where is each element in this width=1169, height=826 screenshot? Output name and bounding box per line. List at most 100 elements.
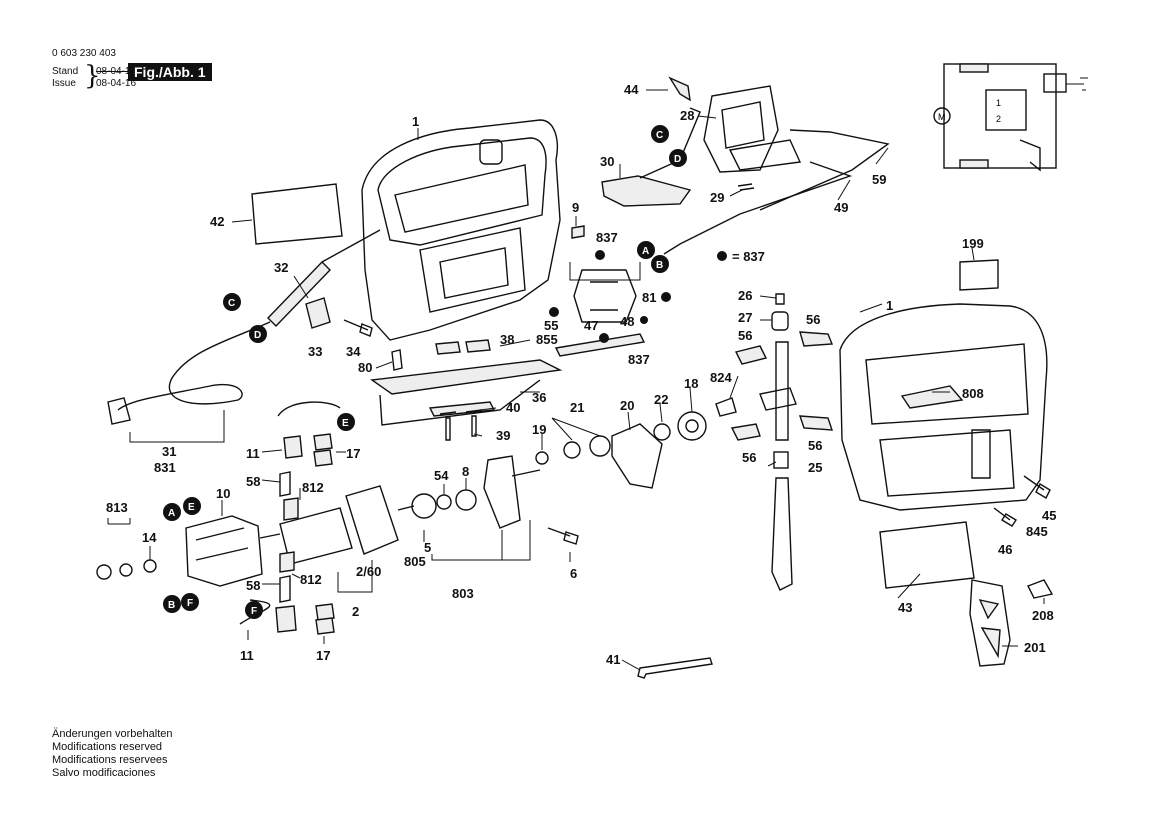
callout-41: 41 <box>606 652 620 667</box>
callout-30: 30 <box>600 154 614 169</box>
svg-text:C: C <box>228 298 235 309</box>
callout-32: 32 <box>274 260 288 275</box>
callout-22: 22 <box>654 392 668 407</box>
cable-clamp-33 <box>305 297 331 329</box>
callout-11-bottom: 11 <box>240 648 254 663</box>
callout-6: 6 <box>570 566 577 581</box>
callout-10: 10 <box>216 486 230 501</box>
armature <box>259 485 415 593</box>
schematic-sw1: 1 <box>996 98 1001 108</box>
callout-812-bottom: 812 <box>300 572 322 587</box>
issue-date: 08-04-16 <box>96 78 137 89</box>
svg-text:E: E <box>342 418 349 429</box>
pin-9 <box>571 225 585 239</box>
figure-badge: Fig./Abb. 1 <box>128 63 212 81</box>
callout-58-bottom: 58 <box>246 578 260 593</box>
plunger-assembly <box>715 293 834 591</box>
callout-19: 19 <box>532 422 546 437</box>
housing-left-half <box>361 119 561 341</box>
footer-line-es: Salvo modificaciones <box>52 767 156 779</box>
callout-20: 20 <box>620 398 634 413</box>
callout-56-left-top: 56 <box>738 328 752 343</box>
marker-a-top: A <box>637 241 655 259</box>
brace-glyph: } <box>84 61 101 91</box>
callout-36: 36 <box>532 390 546 405</box>
callout-11-top: 11 <box>246 446 260 461</box>
callout-44: 44 <box>624 82 639 97</box>
screw-45 <box>1023 475 1051 499</box>
callout-54: 54 <box>434 468 449 483</box>
leader-lines <box>149 89 1045 671</box>
callout-845: 845 <box>1026 524 1048 539</box>
legend-dot <box>717 251 727 261</box>
callout-14: 14 <box>142 530 157 545</box>
wiring-schematic: M 1 2 <box>933 63 1088 172</box>
roller-bracket <box>969 579 1054 667</box>
callout-1-right: 1 <box>886 298 893 313</box>
stand-date: 08-04-14 <box>96 66 137 77</box>
callout-8: 8 <box>462 464 469 479</box>
callout-201: 201 <box>1024 640 1046 655</box>
svg-text:A: A <box>168 508 175 519</box>
svg-text:F: F <box>251 606 257 617</box>
callout-47: 47 <box>584 318 598 333</box>
callout-9: 9 <box>572 200 579 215</box>
callout-1-left: 1 <box>412 114 419 129</box>
marker-c-top: C <box>651 125 669 143</box>
callout-80: 80 <box>358 360 372 375</box>
callout-837-top: 837 <box>596 230 618 245</box>
callout-17-top: 17 <box>346 446 360 461</box>
marker-f-stator: F <box>181 593 199 611</box>
marker-e-top: E <box>337 413 355 431</box>
callout-34: 34 <box>346 344 361 359</box>
callout-56-right-bottom: 56 <box>808 438 822 453</box>
svg-text:B: B <box>168 600 175 611</box>
callout-39: 39 <box>496 428 510 443</box>
svg-text:D: D <box>254 330 261 341</box>
svg-text:F: F <box>187 598 193 609</box>
callout-56-left-bottom: 56 <box>742 450 756 465</box>
brush-holder-assembly <box>549 250 671 343</box>
marker-d-top: D <box>669 149 687 167</box>
screw-46 <box>993 507 1017 527</box>
footer-line-de: Änderungen vorbehalten <box>52 728 173 740</box>
callout-40: 40 <box>506 400 520 415</box>
callout-27: 27 <box>738 310 752 325</box>
part-number: 0 603 230 403 <box>52 48 116 59</box>
callout-45: 45 <box>1042 508 1056 523</box>
housing-right-view <box>839 303 1048 511</box>
callout-813: 813 <box>106 500 128 515</box>
callout-81: 81 <box>642 290 656 305</box>
marker-b-stator: B <box>163 595 181 613</box>
issue-label: Issue <box>52 78 76 89</box>
brush-set-upper <box>277 401 341 521</box>
callout-46: 46 <box>998 542 1012 557</box>
marker-c-left: C <box>223 293 241 311</box>
gear-train <box>535 411 707 489</box>
callout-199: 199 <box>962 236 984 251</box>
callout-48: 48 <box>620 314 634 329</box>
callout-17-bottom: 17 <box>316 648 330 663</box>
callout-25: 25 <box>808 460 822 475</box>
callout-2: 2 <box>352 604 359 619</box>
footer-notes: Änderungen vorbehalten Modifications res… <box>52 728 172 780</box>
marker-e-stator: E <box>183 497 201 515</box>
callout-31: 31 <box>162 444 176 459</box>
screw-34 <box>343 319 373 337</box>
svg-text:D: D <box>674 154 681 165</box>
switch-assembly <box>601 76 890 255</box>
schematic-motor-label: M <box>938 112 946 122</box>
callout-803: 803 <box>452 586 474 601</box>
callout-18: 18 <box>684 376 698 391</box>
callout-5: 5 <box>424 540 431 555</box>
callout-38: 38 <box>500 332 514 347</box>
brush-set-lower <box>239 551 335 635</box>
callout-824: 824 <box>710 370 732 385</box>
label-199 <box>959 259 999 291</box>
callout-26: 26 <box>738 288 752 303</box>
callout-29: 29 <box>710 190 724 205</box>
footer-line-en: Modifications reserved <box>52 741 163 753</box>
callout-808: 808 <box>962 386 984 401</box>
power-cable <box>107 229 381 443</box>
